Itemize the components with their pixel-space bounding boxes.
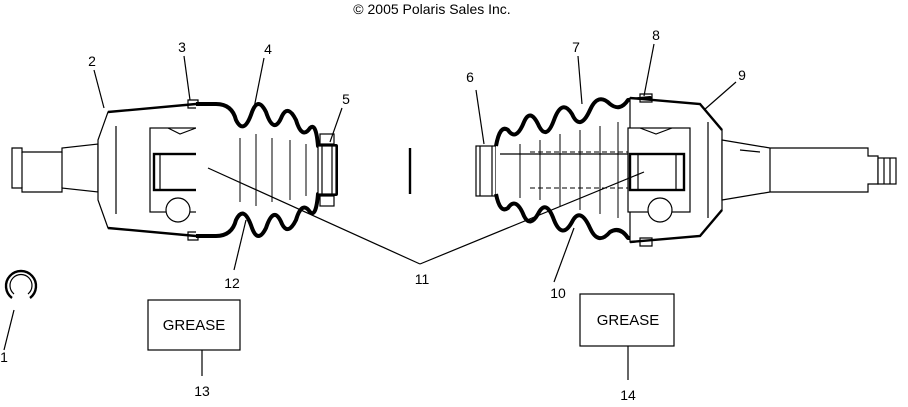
callout-7: 7 xyxy=(572,39,580,55)
callout-10: 10 xyxy=(550,285,566,301)
grease-label-14: GREASE xyxy=(597,312,660,329)
right-stub-shaft xyxy=(721,139,879,201)
left-cv-ball xyxy=(165,197,191,223)
right-cv-ball xyxy=(647,197,673,223)
right-stub-end xyxy=(877,157,897,185)
circlip xyxy=(4,269,38,299)
callout-8: 8 xyxy=(652,27,660,43)
callout-3: 3 xyxy=(178,39,186,55)
callout-14: 14 xyxy=(620,387,636,402)
callout-1: 1 xyxy=(0,349,8,365)
grease-box-14: GREASE xyxy=(579,293,675,347)
left-stub-shaft xyxy=(11,143,99,193)
callout-5: 5 xyxy=(342,91,350,107)
callout-2: 2 xyxy=(88,53,96,69)
callout-4: 4 xyxy=(264,41,272,57)
copyright-text: © 2005 Polaris Sales Inc. xyxy=(353,1,510,17)
right-bearing-cage xyxy=(628,152,686,192)
callout-11: 11 xyxy=(415,271,430,287)
callout-6: 6 xyxy=(466,69,474,85)
right-cv-boot xyxy=(475,96,652,240)
callout-12: 12 xyxy=(224,275,240,291)
left-cv-boot xyxy=(196,102,338,238)
callout-13: 13 xyxy=(194,383,210,399)
right-boot-clamp-small xyxy=(475,145,497,197)
left-boot-clamp-small xyxy=(317,145,337,195)
grease-box-13: GREASE xyxy=(147,299,241,351)
left-cv-assembly xyxy=(11,99,330,241)
leader-lines xyxy=(3,43,737,380)
right-cv-assembly xyxy=(627,93,897,247)
callout-9: 9 xyxy=(738,67,746,83)
grease-label-13: GREASE xyxy=(163,317,226,334)
